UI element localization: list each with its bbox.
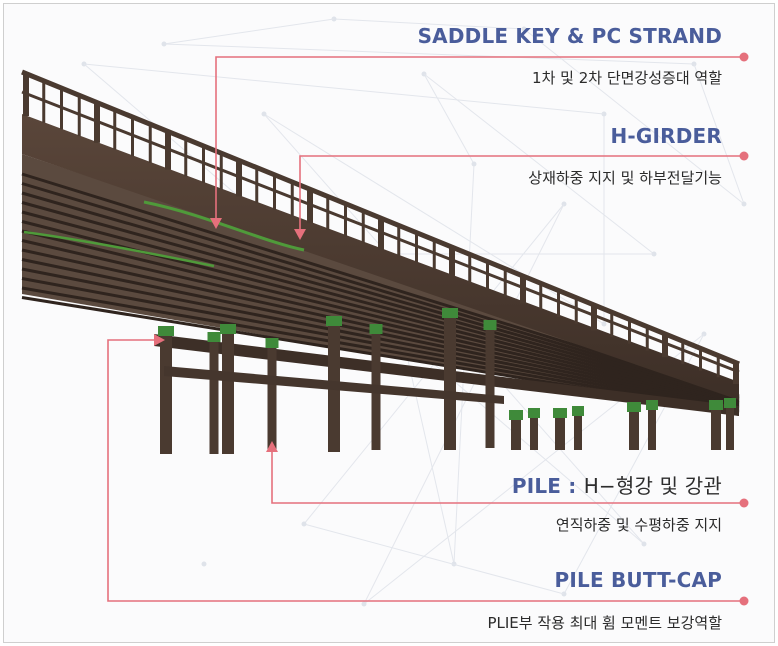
pile-column <box>444 314 456 450</box>
network-node <box>741 201 747 207</box>
pile-butt-cap <box>442 308 458 318</box>
network-line <box>163 43 695 65</box>
deck-beam <box>21 201 740 402</box>
piles <box>158 308 736 454</box>
pile-bracing <box>164 366 504 404</box>
pile-column <box>530 414 538 450</box>
pile-column <box>629 408 639 450</box>
leader-girder-dot <box>739 151 749 161</box>
deck-beam <box>21 191 740 401</box>
pile-column <box>555 414 565 450</box>
pile-butt-cap <box>627 402 641 412</box>
network-node <box>201 561 207 567</box>
network-node <box>361 601 367 607</box>
pile-butt-cap <box>265 338 279 348</box>
pile-butt-cap <box>709 400 723 410</box>
pile-column <box>711 406 721 450</box>
pile-butt-cap <box>220 324 236 334</box>
pile-butt-cap <box>326 316 342 326</box>
deck-edge-girder <box>22 114 739 400</box>
pile-butt-cap-description: PLIE부 작용 최대 휨 모멘트 보강역할 <box>487 614 722 632</box>
network-line <box>303 523 565 595</box>
bridge <box>21 69 740 454</box>
pile-butt-cap <box>207 332 221 342</box>
pile-title-label: PILE : <box>511 474 584 498</box>
pile-column <box>648 406 656 450</box>
deck-beam <box>21 229 740 406</box>
pile-title: PILE : H−형강 및 강관 <box>512 470 722 499</box>
leader-pile-dot <box>739 498 749 508</box>
pile-column <box>574 412 582 450</box>
bridge-structure-illustration <box>21 16 749 607</box>
network-line <box>163 18 335 45</box>
diagram-frame: SADDLE KEY & PC STRAND 1차 및 2차 단면강성증대 역할… <box>3 3 775 643</box>
pile-butt-cap <box>646 400 658 410</box>
pile-description: 연직하중 및 수평하중 지지 <box>555 516 722 534</box>
pile-butt-cap <box>553 408 567 418</box>
leader-pile-arrow <box>266 441 278 452</box>
network-node <box>471 161 477 167</box>
pile-butt-cap <box>369 324 383 334</box>
network-node <box>641 541 647 547</box>
network-line <box>83 63 605 115</box>
pile-column <box>511 416 521 450</box>
h-girder-description: 상재하중 지지 및 하부전달기능 <box>528 169 722 187</box>
network-line <box>333 18 525 30</box>
pile-column <box>726 404 734 450</box>
leader-pile <box>271 446 744 504</box>
saddle-key-title: SADDLE KEY & PC STRAND <box>417 24 722 48</box>
network-node <box>301 521 307 527</box>
network-node <box>521 26 527 32</box>
leader-saddle-arrow <box>210 218 222 229</box>
leader-lines <box>107 52 749 606</box>
pile-butt-cap <box>483 320 497 330</box>
deck-beam <box>21 210 740 403</box>
saddle-key-description: 1차 및 2차 단면강성증대 역할 <box>532 69 722 87</box>
pile-column <box>160 332 172 454</box>
leader-buttcap-dot <box>739 596 749 606</box>
pile-butt-cap <box>724 398 736 408</box>
pile-column <box>267 344 277 452</box>
leader-saddle-dot <box>739 52 749 62</box>
network-line <box>363 203 565 605</box>
network-line <box>423 73 655 255</box>
pile-butt-cap <box>158 326 174 336</box>
pile-column <box>485 326 495 448</box>
network-line <box>423 73 475 165</box>
network-node <box>261 111 267 117</box>
leader-buttcap <box>107 339 744 602</box>
pile-title-material: H−형강 및 강관 <box>583 474 722 498</box>
railing <box>21 69 740 384</box>
pile-butt-cap <box>509 410 523 420</box>
pile-butt-cap <box>528 408 540 418</box>
deck-beam <box>21 182 740 399</box>
network-line <box>693 63 745 205</box>
saddle-key-highlight <box>143 200 305 252</box>
network-line <box>263 113 605 325</box>
pile-column <box>209 338 219 454</box>
saddle-key-highlight-2 <box>23 230 215 268</box>
leader-buttcap-arrow <box>154 334 165 346</box>
leader-girder <box>299 155 744 236</box>
leader-saddle <box>215 56 744 226</box>
network-node <box>601 321 607 327</box>
deck-beam <box>21 239 740 407</box>
leader-girder-arrow <box>294 229 306 240</box>
network-line <box>523 28 745 205</box>
network-node <box>161 41 167 47</box>
h-girder-title: H-GIRDER <box>610 124 722 148</box>
pile-butt-cap <box>572 406 584 416</box>
pile-butt-cap-title: PILE BUTT-CAP <box>554 568 722 592</box>
pile-column <box>222 330 234 454</box>
